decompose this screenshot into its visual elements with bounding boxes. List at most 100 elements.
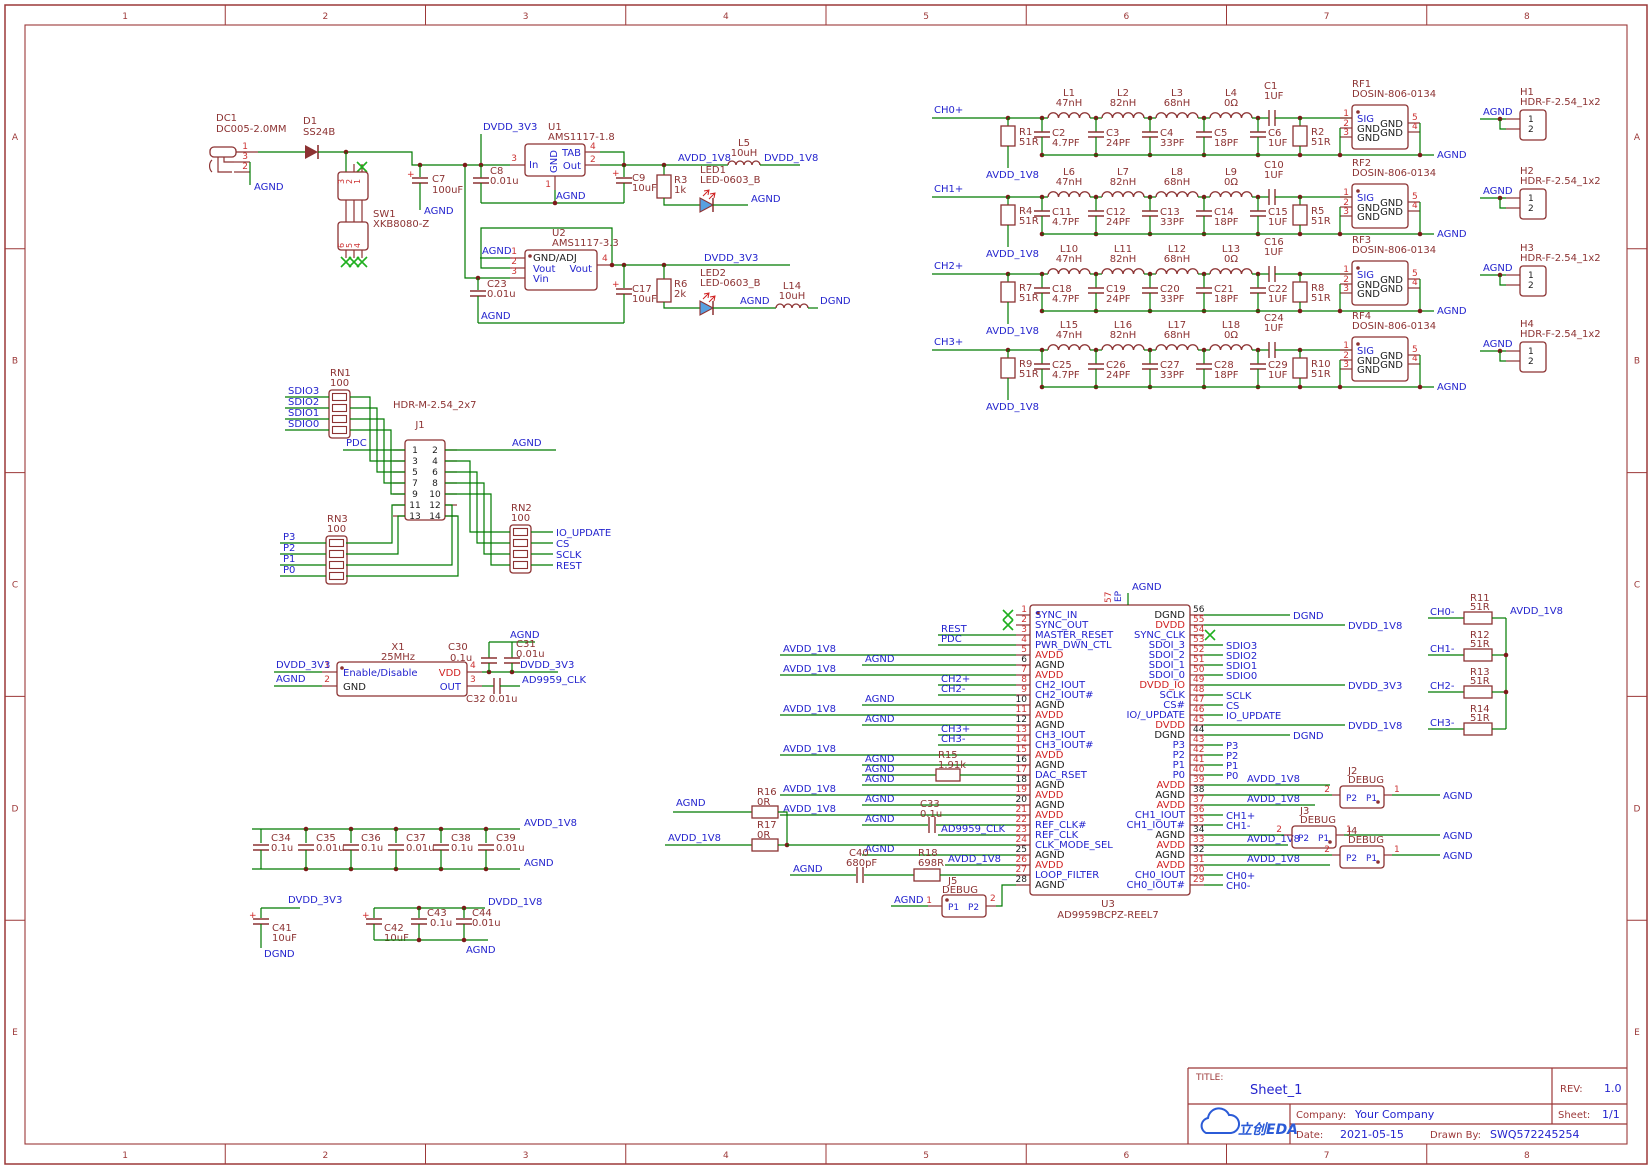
resistor[interactable] [1000,125,1016,147]
component-value: 68nH [1164,254,1191,265]
resistor[interactable] [1000,204,1016,226]
rf-connector[interactable] [1351,336,1409,382]
resistor[interactable] [1292,281,1308,303]
resistor[interactable] [1000,281,1016,303]
pin-number: 1 [511,247,517,257]
inductor[interactable] [1155,112,1199,119]
resistor[interactable] [1463,722,1493,736]
resistor[interactable] [1292,125,1308,147]
header-body[interactable] [404,439,446,521]
led-icon[interactable] [699,300,715,316]
component-value: 24PF [1106,370,1131,381]
capacitor[interactable] [478,844,494,851]
capacitor[interactable] [1268,189,1276,205]
inductor[interactable] [1101,112,1145,119]
inductor[interactable] [1155,191,1199,198]
capacitor[interactable] [1142,131,1158,138]
rf-connector[interactable] [1351,104,1409,150]
switch-body[interactable] [337,221,369,251]
capacitor[interactable] [1088,287,1104,294]
resistor-network[interactable] [325,535,348,585]
rf-connector[interactable] [1351,183,1409,229]
capacitor[interactable] [1268,110,1276,126]
capacitor[interactable] [473,177,489,184]
regulator-body[interactable] [524,249,598,291]
debug-header[interactable] [1291,825,1337,849]
capacitor[interactable] [1250,210,1266,217]
led-icon[interactable] [699,197,715,213]
inductor[interactable] [1101,344,1145,351]
capacitor[interactable] [1088,131,1104,138]
header-body[interactable] [1519,265,1547,297]
inductor[interactable] [727,160,761,166]
capacitor[interactable] [481,657,497,664]
capacitor[interactable] [253,844,269,851]
capacitor[interactable] [411,918,427,925]
resistor[interactable] [656,278,672,303]
resistor[interactable] [1292,204,1308,226]
capacitor[interactable] [1196,363,1212,370]
inductor[interactable] [1047,191,1091,198]
inductor[interactable] [1209,344,1253,351]
resistor-network[interactable] [328,389,351,439]
capacitor[interactable] [433,844,449,851]
capacitor[interactable] [856,867,864,883]
component-value: 24PF [1106,138,1131,149]
capacitor[interactable] [298,844,314,851]
capacitor[interactable] [1142,210,1158,217]
resistor[interactable] [1463,685,1493,699]
switch-body[interactable] [337,171,369,201]
capacitor[interactable] [1088,210,1104,217]
capacitor[interactable] [456,918,472,925]
rn-element [328,560,345,570]
capacitor[interactable] [1250,287,1266,294]
header-body[interactable] [1519,341,1547,373]
resistor[interactable] [1463,648,1493,662]
resistor[interactable] [1000,357,1016,379]
debug-header[interactable] [1339,785,1385,809]
capacitor[interactable] [1196,287,1212,294]
dc-jack[interactable] [209,146,237,158]
capacitor[interactable] [1088,363,1104,370]
capacitor[interactable] [1268,342,1276,358]
capacitor[interactable] [1142,287,1158,294]
diode[interactable] [305,145,318,159]
resistor[interactable] [913,868,941,882]
capacitor[interactable] [388,844,404,851]
capacitor[interactable] [343,844,359,851]
resistor[interactable] [656,174,672,199]
inductor[interactable] [1047,268,1091,275]
capacitor[interactable] [1250,131,1266,138]
capacitor[interactable] [470,290,486,297]
inductor[interactable] [1155,268,1199,275]
capacitor[interactable] [1142,363,1158,370]
capacitor[interactable] [1196,131,1212,138]
rf-connector[interactable] [1351,260,1409,306]
inductor[interactable] [1209,191,1253,198]
inductor[interactable] [775,303,809,309]
inductor[interactable] [1155,344,1199,351]
inductor[interactable] [1209,112,1253,119]
capacitor[interactable] [493,678,501,694]
oscillator-body[interactable] [336,661,468,697]
component-ref: J3 [1299,806,1309,817]
capacitor[interactable] [928,817,936,833]
capacitor[interactable] [1268,266,1276,282]
debug-header[interactable] [1339,845,1385,869]
inductor[interactable] [1101,268,1145,275]
u3-body[interactable] [1029,604,1191,896]
header-body[interactable] [1519,188,1547,220]
component-ref: J4 [1347,826,1357,837]
capacitor[interactable] [1196,210,1212,217]
resistor-network[interactable] [509,524,532,574]
inductor[interactable] [1047,344,1091,351]
inductor[interactable] [1209,268,1253,275]
inductor[interactable] [1047,112,1091,119]
resistor[interactable] [1463,611,1493,625]
capacitor[interactable] [1250,363,1266,370]
pin-name: P1 [1173,760,1185,771]
header-body[interactable] [1519,109,1547,141]
resistor[interactable] [1292,357,1308,379]
inductor[interactable] [1101,191,1145,198]
